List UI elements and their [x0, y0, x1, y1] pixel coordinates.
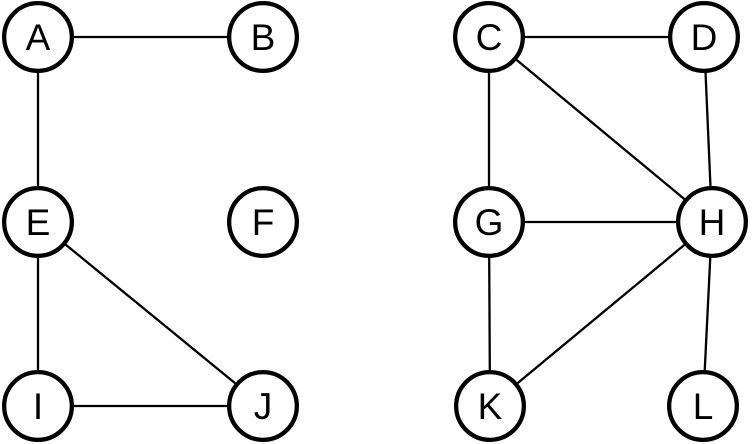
node-circle-J	[226, 369, 299, 442]
node-label-D: D	[691, 17, 718, 58]
node-circle-K	[453, 369, 526, 442]
node-label-C: C	[476, 17, 503, 58]
node-circle-B	[226, 1, 299, 73]
node-circle-D	[668, 1, 741, 73]
node-label-K: K	[478, 386, 503, 427]
node-circle-I	[2, 369, 74, 442]
node-label-A: A	[26, 17, 51, 58]
node-label-L: L	[693, 386, 714, 427]
node-B: B	[226, 1, 299, 73]
node-C: C	[452, 1, 525, 73]
node-J: J	[226, 369, 299, 442]
node-circle-C	[452, 1, 525, 73]
node-circle-A	[2, 1, 74, 73]
node-circle-H	[676, 185, 749, 258]
node-circle-L	[667, 369, 740, 442]
node-G: G	[452, 185, 525, 258]
edge-C-H	[488, 36, 713, 223]
node-circle-F	[226, 185, 299, 258]
edge-H-K	[489, 221, 713, 407]
node-circle-E	[2, 185, 74, 258]
node-A: A	[2, 1, 74, 73]
node-H: H	[676, 185, 749, 258]
node-label-E: E	[26, 202, 51, 243]
node-D: D	[668, 1, 741, 73]
node-label-G: G	[475, 202, 504, 243]
node-label-H: H	[699, 202, 726, 243]
node-circle-G	[452, 185, 525, 258]
node-I: I	[2, 369, 74, 442]
node-F: F	[226, 185, 299, 258]
node-K: K	[453, 369, 526, 442]
node-label-B: B	[251, 17, 276, 58]
node-E: E	[2, 185, 74, 258]
node-label-F: F	[252, 202, 275, 243]
node-L: L	[667, 369, 740, 442]
node-label-I: I	[33, 386, 43, 427]
edge-E-J	[37, 221, 264, 407]
node-label-J: J	[254, 386, 273, 427]
